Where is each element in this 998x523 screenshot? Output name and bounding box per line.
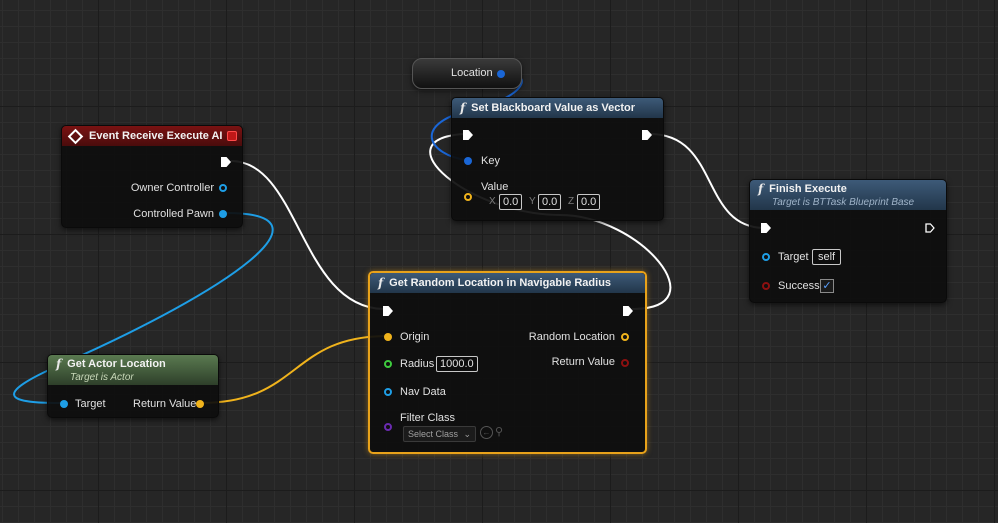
actor-target-label: Target (75, 398, 106, 410)
nav-data-pin[interactable] (384, 388, 392, 396)
value-label: Value (481, 181, 509, 193)
success-checkbox[interactable]: ✓ (820, 279, 834, 293)
location-variable-node[interactable]: Location (412, 58, 522, 89)
get-random-location-title: Get Random Location in Navigable Radius (389, 277, 612, 289)
chevron-down-icon: ⌄ (463, 429, 472, 439)
random-exec-out-pin[interactable] (623, 306, 633, 316)
finish-execute-header[interactable]: f Finish Execute Target is BTTask Bluepr… (750, 180, 946, 210)
vector-z-label: Z (568, 196, 575, 207)
actor-return-value-label: Return Value (133, 398, 197, 410)
return-value-label: Return Value (551, 356, 615, 368)
vector-x-label: X (489, 196, 496, 207)
exec-wire-event-to-random (230, 160, 386, 310)
random-location-label: Random Location (528, 331, 615, 343)
vector-z-input[interactable]: 0.0 (577, 194, 601, 210)
get-actor-location-node[interactable]: f Get Actor Location Target is Actor Tar… (47, 354, 219, 418)
function-icon: f (378, 276, 384, 290)
event-diamond-icon (67, 128, 84, 144)
get-actor-location-subtitle: Target is Actor (70, 372, 134, 383)
use-selected-asset-icon[interactable]: ← (480, 426, 493, 439)
origin-pin[interactable] (384, 333, 392, 341)
exec-wire-setbb-to-finish (649, 133, 766, 229)
filter-class-pin[interactable] (384, 423, 392, 431)
get-actor-location-header[interactable]: f Get Actor Location Target is Actor (48, 355, 218, 385)
location-variable-label: Location (451, 67, 493, 79)
get-random-location-header[interactable]: f Get Random Location in Navigable Radiu… (370, 273, 645, 293)
set-blackboard-header[interactable]: f Set Blackboard Value as Vector (452, 98, 663, 118)
success-pin[interactable] (762, 282, 770, 290)
value-pin[interactable] (464, 193, 472, 201)
vector-y-label: Y (529, 196, 536, 207)
filter-class-label: Filter Class (400, 412, 456, 424)
event-delegate-icon (227, 131, 237, 141)
vector-y-input[interactable]: 0.0 (538, 194, 562, 210)
key-pin[interactable] (464, 157, 472, 165)
actor-target-pin[interactable] (60, 400, 68, 408)
success-label: Success (778, 280, 820, 292)
finish-execute-subtitle: Target is BTTask Blueprint Base (772, 197, 915, 208)
vector-x-input[interactable]: 0.0 (499, 194, 523, 210)
radius-pin[interactable] (384, 360, 392, 368)
event-exec-output-pin[interactable] (221, 157, 231, 167)
function-icon: f (758, 182, 764, 196)
actor-return-value-pin[interactable] (196, 400, 204, 408)
set-blackboard-value-node[interactable]: f Set Blackboard Value as Vector Key Val… (451, 97, 664, 221)
finish-target-pin[interactable] (762, 253, 770, 261)
select-class-value: Select Class (408, 429, 459, 439)
set-blackboard-title: Set Blackboard Value as Vector (471, 102, 636, 114)
get-random-location-node[interactable]: f Get Random Location in Navigable Radiu… (368, 271, 647, 454)
finish-exec-out-pin[interactable] (925, 223, 935, 233)
controlled-pawn-label: Controlled Pawn (133, 208, 214, 220)
nav-data-label: Nav Data (400, 386, 446, 398)
radius-input[interactable]: 1000.0 (436, 356, 478, 372)
finish-exec-in-pin[interactable] (761, 223, 771, 233)
random-exec-in-pin[interactable] (383, 306, 393, 316)
finish-execute-node[interactable]: f Finish Execute Target is BTTask Bluepr… (749, 179, 947, 303)
event-node-title: Event Receive Execute AI (89, 130, 223, 142)
origin-label: Origin (400, 331, 430, 343)
browse-search-icon[interactable]: ⚲ (495, 426, 504, 438)
controlled-pawn-pin[interactable] (219, 210, 227, 218)
event-node-header[interactable]: Event Receive Execute AI (62, 126, 242, 146)
vector-wire-actor-to-origin (200, 335, 388, 404)
key-label: Key (481, 155, 500, 167)
radius-label: Radius (400, 358, 435, 370)
set-blackboard-exec-in-pin[interactable] (463, 130, 473, 140)
finish-target-label: Target (778, 251, 809, 263)
owner-controller-pin[interactable] (219, 184, 227, 192)
select-class-dropdown[interactable]: Select Class ⌄ (403, 426, 477, 442)
owner-controller-label: Owner Controller (130, 182, 214, 194)
location-output-pin[interactable] (497, 70, 505, 78)
get-actor-location-title: Get Actor Location (67, 358, 166, 370)
function-icon: f (460, 101, 466, 115)
finish-target-input[interactable]: self (812, 249, 842, 265)
event-receive-execute-ai-node[interactable]: Event Receive Execute AI Owner Controlle… (61, 125, 243, 228)
random-location-pin[interactable] (621, 333, 629, 341)
finish-execute-title: Finish Execute (769, 183, 847, 195)
set-blackboard-exec-out-pin[interactable] (642, 130, 652, 140)
function-icon: f (56, 357, 62, 371)
random-return-value-pin[interactable] (621, 359, 629, 367)
